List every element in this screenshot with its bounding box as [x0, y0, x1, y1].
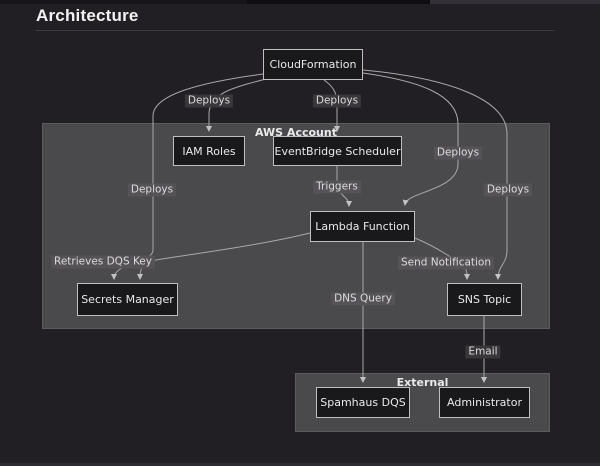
node-cloudformation-label: CloudFormation — [269, 58, 357, 71]
node-secrets-manager: Secrets Manager — [77, 283, 178, 316]
title-divider — [36, 30, 555, 31]
node-lambda-function: Lambda Function — [310, 211, 415, 242]
edge-label-send-notification: Send Notification — [397, 256, 495, 270]
edge-label-email: Email — [465, 345, 501, 359]
edge-label-deploys-secrets: Deploys — [127, 183, 177, 197]
node-secrets-manager-label: Secrets Manager — [81, 293, 174, 306]
top-edge-bar-segment-right — [430, 0, 600, 4]
page-title: Architecture — [36, 6, 139, 25]
edge-label-deploys-lambda: Deploys — [433, 146, 483, 160]
cluster-external-label: External — [396, 376, 449, 389]
node-sns-topic: SNS Topic — [447, 283, 522, 316]
node-iam-roles: IAM Roles — [173, 136, 245, 166]
node-sns-topic-label: SNS Topic — [457, 293, 512, 306]
edge-label-dns-query: DNS Query — [331, 292, 395, 306]
node-iam-roles-label: IAM Roles — [182, 144, 236, 158]
node-eventbridge-scheduler-label: EventBridge Scheduler — [274, 144, 401, 158]
cluster-aws-account-label: AWS Account — [255, 126, 337, 139]
node-eventbridge-scheduler: EventBridge Scheduler — [273, 136, 402, 166]
node-lambda-function-label: Lambda Function — [315, 220, 410, 233]
edge-label-triggers: Triggers — [313, 180, 361, 194]
edge-label-deploys-eventbridge: Deploys — [312, 94, 362, 108]
bottom-edge-bar — [0, 463, 600, 466]
node-spamhaus-dqs: Spamhaus DQS — [316, 387, 410, 418]
edge-label-deploys-sns: Deploys — [483, 183, 533, 197]
node-administrator: Administrator — [439, 387, 530, 418]
node-cloudformation: CloudFormation — [263, 49, 363, 80]
node-spamhaus-dqs-label: Spamhaus DQS — [320, 396, 406, 409]
edge-label-deploys-iam: Deploys — [184, 94, 234, 108]
edge-label-retrieves-dqs-key: Retrieves DQS Key — [51, 255, 155, 269]
node-administrator-label: Administrator — [447, 396, 522, 409]
top-edge-bar-segment — [247, 0, 430, 4]
